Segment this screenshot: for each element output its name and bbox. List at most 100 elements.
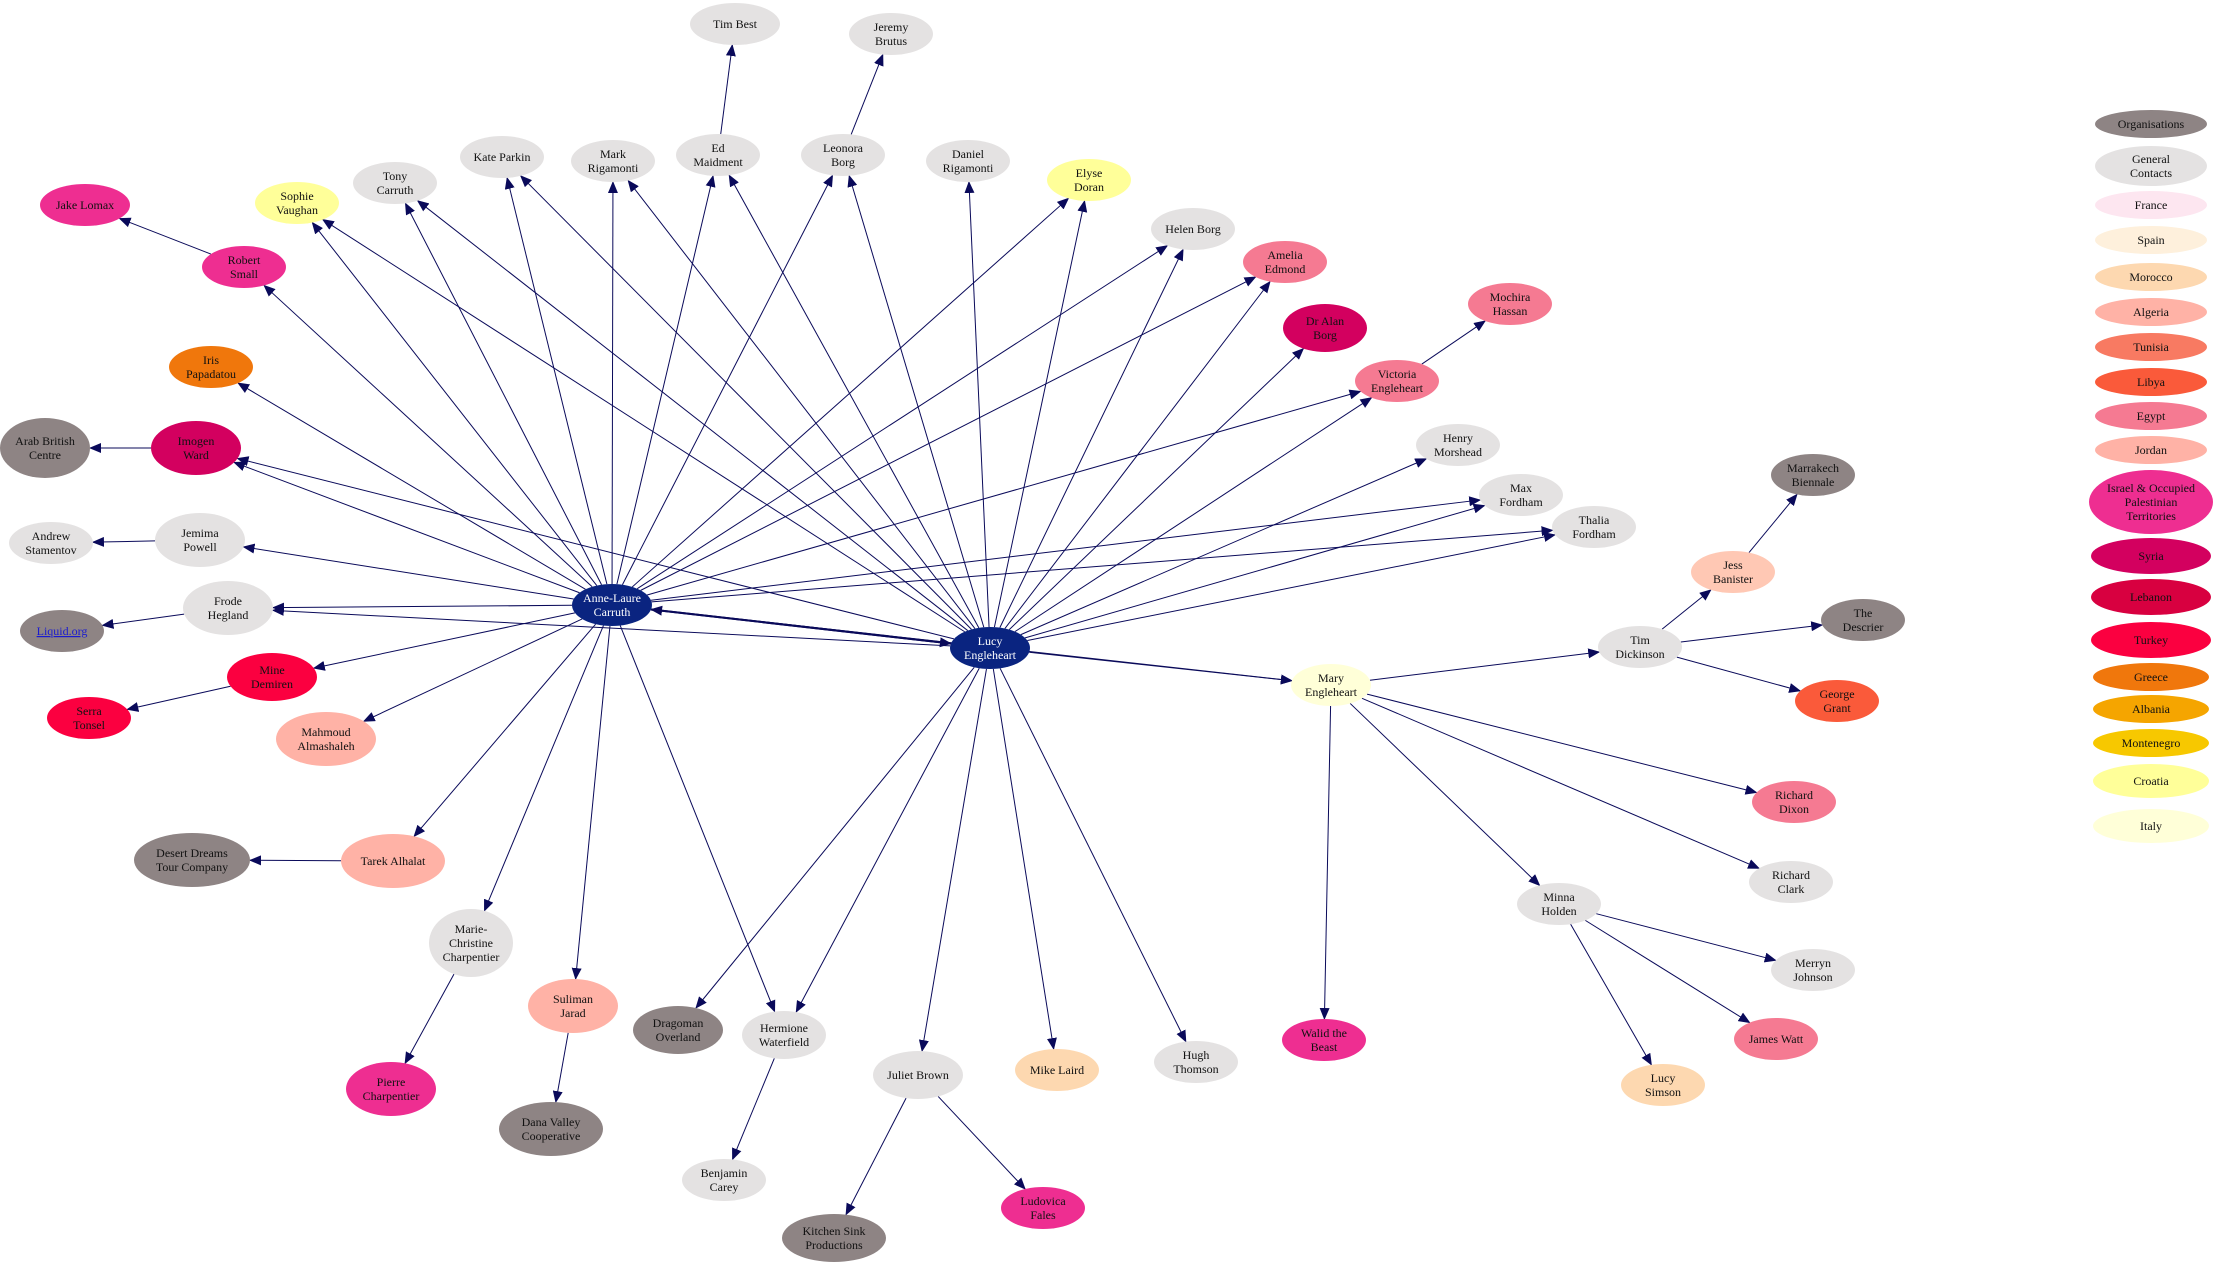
node-juliet[interactable]: Juliet Brown (873, 1051, 963, 1099)
node-ed-label-line-1: Maidment (693, 155, 743, 169)
node-thalia-ellipse (1552, 506, 1636, 548)
node-george-label-line-1: Grant (1823, 701, 1851, 715)
legend-item-spain: Spain (2095, 226, 2207, 254)
legend-swatch-egypt (2095, 402, 2207, 430)
node-kate[interactable]: Kate Parkin (460, 136, 544, 178)
node-tim-best[interactable]: Tim Best (690, 3, 780, 45)
node-helen-label-line-0: Helen Borg (1165, 222, 1220, 236)
legend-item-turkey: Turkey (2091, 622, 2211, 658)
node-jake[interactable]: Jake Lomax (40, 184, 130, 226)
node-liquid[interactable]: Liquid.org (20, 610, 104, 652)
legend-italy-label-line-0: Italy (2140, 819, 2162, 833)
node-jake-ellipse (40, 184, 130, 226)
node-victoria-label-line-1: Engleheart (1371, 381, 1424, 395)
edge-anne-to-hermione (619, 625, 776, 1013)
legend-item-lebanon: Lebanon (2091, 579, 2211, 615)
edge-mary-to-richard_d (1366, 693, 1758, 795)
edge-mine-to-serra (126, 685, 231, 712)
edge-anne-to-tarek (413, 623, 596, 838)
edge-anne-to-jemima (242, 543, 574, 600)
node-mike-ellipse (1015, 1049, 1099, 1091)
node-mike[interactable]: Mike Laird (1015, 1049, 1099, 1091)
node-elyse-ellipse (1047, 159, 1131, 201)
node-andrew-label-line-0: Andrew (32, 529, 71, 543)
node-jess-label-line-0: Jess (1723, 558, 1743, 572)
node-hugh-label-line-0: Hugh (1183, 1048, 1210, 1062)
node-mark-ellipse (571, 140, 655, 182)
node-richard-c-label-line-1: Clark (1778, 882, 1805, 896)
node-descrier-label-line-1: Descrier (1843, 620, 1884, 634)
node-lucy-e-ellipse (950, 627, 1030, 669)
legend-algeria-label-line-0: Algeria (2133, 305, 2170, 319)
node-james[interactable]: James Watt (1734, 1018, 1818, 1060)
node-mary-label-line-1: Engleheart (1305, 685, 1358, 699)
edge-anne-to-sophie (311, 221, 598, 586)
edge-lucy_e-to-juliet (918, 668, 987, 1053)
node-frode-label-line-1: Hegland (208, 608, 249, 622)
node-sophie-ellipse (255, 182, 339, 224)
node-helen[interactable]: Helen Borg (1151, 208, 1235, 250)
node-dragoman-ellipse (633, 1006, 723, 1054)
node-tarek-ellipse (341, 834, 445, 888)
legend-item-tunisia: Tunisia (2095, 333, 2207, 361)
edge-lucy_e-to-hermione (795, 667, 980, 1013)
node-leonora-label-line-0: Leonora (823, 141, 864, 155)
edge-lucy_e-to-leonora (847, 174, 985, 628)
edge-anne-to-amelia (640, 276, 1257, 591)
node-marie-label-line-2: Charpentier (443, 950, 500, 964)
node-amelia-label-line-0: Amelia (1267, 248, 1303, 262)
node-tarek[interactable]: Tarek Alhalat (341, 834, 445, 888)
edge-mary-to-tim_d (1369, 648, 1601, 681)
